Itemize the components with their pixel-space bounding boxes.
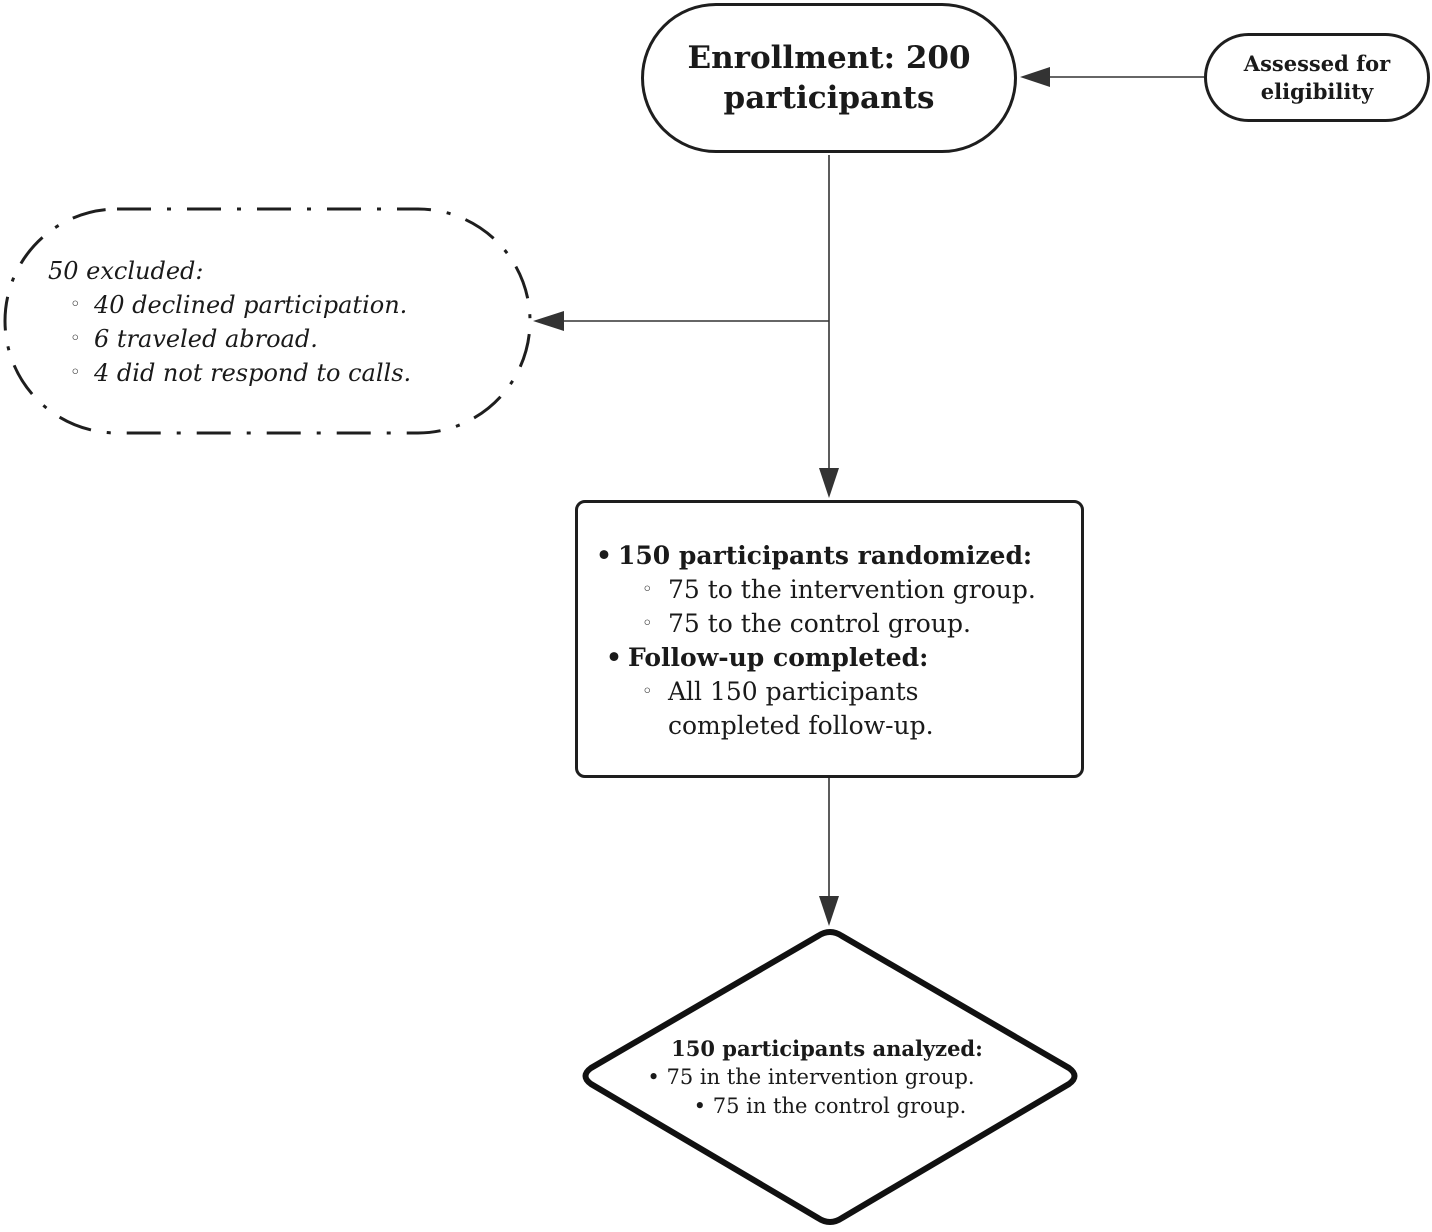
randomization-list: 75 to the intervention group. 75 to the … bbox=[578, 573, 1081, 641]
randomization-arrowhead bbox=[819, 468, 839, 498]
analysis-heading: 150 participants analyzed: bbox=[671, 1036, 983, 1061]
enrollment-node: Enrollment: 200 participants bbox=[641, 3, 1017, 153]
randomization-node: 150 participants randomized: 75 to the i… bbox=[575, 500, 1084, 778]
analysis-node: 150 participants analyzed: 75 in the int… bbox=[600, 1034, 1060, 1121]
analysis-item: 75 in the intervention group. bbox=[562, 1063, 1060, 1092]
analysis-item: 75 in the control group. bbox=[600, 1092, 1060, 1121]
analysis-arrowhead bbox=[819, 896, 839, 926]
enrollment-label: Enrollment: 200 participants bbox=[687, 40, 971, 116]
exclusion-title: 50 excluded: bbox=[48, 257, 204, 285]
followup-heading: Follow-up completed: bbox=[606, 641, 1081, 675]
assessment-label: Assessed for eligibility bbox=[1243, 50, 1391, 104]
exclusion-node: 50 excluded: 40 declined participation. … bbox=[48, 254, 508, 390]
randomization-item: 75 to the control group. bbox=[642, 607, 1081, 641]
assessed-arrowhead bbox=[1020, 67, 1050, 87]
exclusion-item: 4 did not respond to calls. bbox=[70, 356, 508, 390]
exclusion-list: 40 declined participation. 6 traveled ab… bbox=[48, 288, 508, 390]
randomization-heading: 150 participants randomized: bbox=[596, 539, 1081, 573]
exclusion-border bbox=[3, 207, 532, 435]
exclusion-item: 6 traveled abroad. bbox=[70, 322, 508, 356]
followup-item: All 150 participants completed follow-up… bbox=[642, 675, 968, 743]
exclusion-item: 40 declined participation. bbox=[70, 288, 508, 322]
randomization-item: 75 to the intervention group. bbox=[642, 573, 1081, 607]
assessment-node: Assessed for eligibility bbox=[1204, 33, 1430, 122]
followup-list: All 150 participants completed follow-up… bbox=[578, 675, 1081, 743]
exclusion-arrowhead bbox=[533, 311, 564, 331]
